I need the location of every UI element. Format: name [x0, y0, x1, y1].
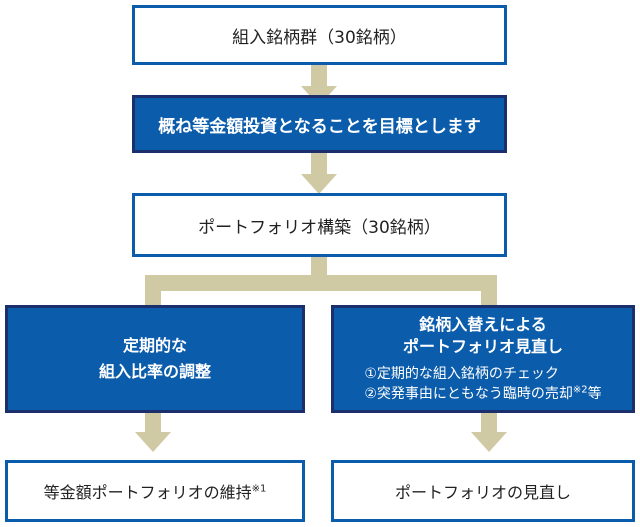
arrow-shaft-2 — [311, 153, 327, 175]
portfolio-construction-label: ポートフォリオ構築（30銘柄） — [198, 217, 441, 238]
equal-weight-goal-label: 概ね等金額投資となることを目標とします — [158, 116, 481, 137]
branch-right-drop — [481, 283, 497, 305]
replacement-criteria-item-1: ①定期的な組入銘柄のチェック — [364, 366, 559, 382]
portfolio-construction-box: ポートフォリオ構築（30銘柄） — [132, 193, 507, 257]
footnote-mark-2: ※2 — [572, 384, 588, 396]
branch-stem — [311, 257, 327, 279]
equal-weight-maintain-label: 等金額ポートフォリオの維持 — [43, 483, 252, 502]
replacement-criteria-item-2-tail: 等 — [587, 386, 602, 402]
stock-universe-label: 組入銘柄群（30銘柄） — [232, 27, 407, 48]
replacement-criteria-item-2-text: ②突発事由にともなう臨時の売却 — [364, 386, 573, 402]
replacement-criteria-list: ①定期的な組入銘柄のチェック ②突発事由にともなう臨時の売却※2等 — [364, 364, 601, 404]
periodic-rebalance-line2: 組入比率の調整 — [98, 362, 211, 381]
arrow-shaft-4 — [145, 413, 161, 433]
periodic-rebalance-line1: 定期的な — [122, 336, 187, 355]
arrow-head-4 — [135, 432, 171, 452]
stock-replacement-line1: 銘柄入替えによる — [419, 315, 547, 334]
equal-weight-goal-box: 概ね等金額投資となることを目標とします — [132, 95, 507, 153]
stock-replacement-box: 銘柄入替えによる ポートフォリオ見直し ①定期的な組入銘柄のチェック ②突発事由… — [331, 305, 635, 413]
replacement-criteria-item-2: ②突発事由にともなう臨時の売却※2等 — [364, 384, 601, 404]
stock-universe-box: 組入銘柄群（30銘柄） — [132, 5, 507, 65]
portfolio-review-label: ポートフォリオの見直し — [394, 483, 571, 502]
equal-weight-maintain-text: 等金額ポートフォリオの維持※1 — [44, 479, 267, 503]
portfolio-review-box: ポートフォリオの見直し — [331, 460, 635, 522]
arrow-shaft-1 — [311, 65, 327, 87]
branch-left-drop — [145, 283, 161, 305]
stock-replacement-line2: ポートフォリオ見直し — [402, 337, 563, 356]
footnote-mark-1: ※1 — [251, 483, 267, 495]
arrow-head-2 — [301, 174, 337, 194]
arrow-head-5 — [471, 432, 507, 452]
equal-weight-maintain-box: 等金額ポートフォリオの維持※1 — [5, 460, 305, 522]
branch-bar — [145, 275, 497, 291]
periodic-rebalance-box: 定期的な 組入比率の調整 — [5, 305, 305, 413]
arrow-shaft-5 — [481, 413, 497, 433]
